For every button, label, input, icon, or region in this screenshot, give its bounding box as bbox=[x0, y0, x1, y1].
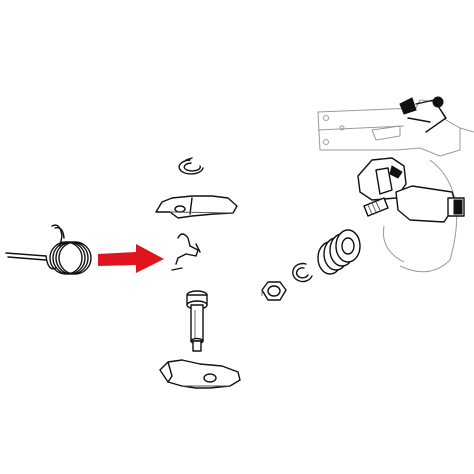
torsion-spring-icon bbox=[5, 224, 92, 275]
circlip-icon bbox=[178, 157, 204, 175]
upper-lever-icon bbox=[155, 195, 238, 219]
lower-lever-icon bbox=[159, 359, 241, 389]
small-spring-clip-icon bbox=[171, 233, 201, 271]
pointer-arrow-icon bbox=[98, 244, 164, 273]
hex-nut-icon bbox=[261, 281, 287, 301]
split-washer-icon bbox=[292, 262, 313, 283]
pivot-pin-icon bbox=[186, 290, 208, 352]
coil-spring-icon bbox=[317, 229, 361, 275]
mechanism-assembly-icon bbox=[317, 96, 474, 273]
